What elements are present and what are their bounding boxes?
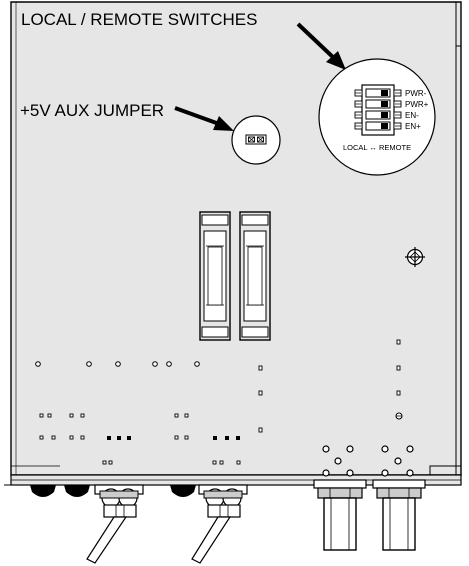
knob-row <box>30 485 196 497</box>
pcb-pads <box>39 339 401 465</box>
dip-label-en-minus: EN- <box>405 111 419 120</box>
switches-callout-title: LOCAL / REMOTE SWITCHES <box>21 10 257 29</box>
jumper-callout-title: +5V AUX JUMPER <box>20 101 164 120</box>
toggle-switch-left <box>86 484 144 564</box>
fuse-right <box>239 211 271 341</box>
switches-callout-arrow-line <box>296 22 338 62</box>
connector-holes-right <box>381 445 414 477</box>
dip-label-pwr-minus: PWR- <box>405 89 427 98</box>
connector-holes-left <box>322 445 354 477</box>
pcb-holes <box>35 361 200 367</box>
dip-switch-row-1 <box>354 88 402 98</box>
panel-top-right-notch <box>455 2 461 47</box>
dip-switch <box>354 84 402 136</box>
jumper-callout-arrowhead <box>213 116 234 131</box>
dip-label-pwr-plus: PWR+ <box>405 100 429 109</box>
dip-switch-row-3 <box>354 110 402 120</box>
bnc-connector-left <box>313 479 367 551</box>
panel-right-step <box>429 465 461 475</box>
pcb-via <box>395 412 403 420</box>
dip-switch-row-2 <box>354 99 402 109</box>
toggle-switch-right <box>191 484 248 564</box>
dip-label-en-plus: EN+ <box>405 122 421 131</box>
fuse-left <box>199 211 231 341</box>
dip-switch-row-4 <box>354 121 402 131</box>
bnc-connector-right <box>372 479 426 551</box>
jumper-header <box>245 134 267 145</box>
switches-callout-arrowhead <box>326 51 346 70</box>
ground-screw-icon <box>405 247 425 267</box>
pcb-solid-pads <box>107 436 240 440</box>
dip-switch-caption: LOCAL ↔ REMOTE <box>343 143 411 152</box>
jumper-callout-arrow-line <box>174 106 223 127</box>
